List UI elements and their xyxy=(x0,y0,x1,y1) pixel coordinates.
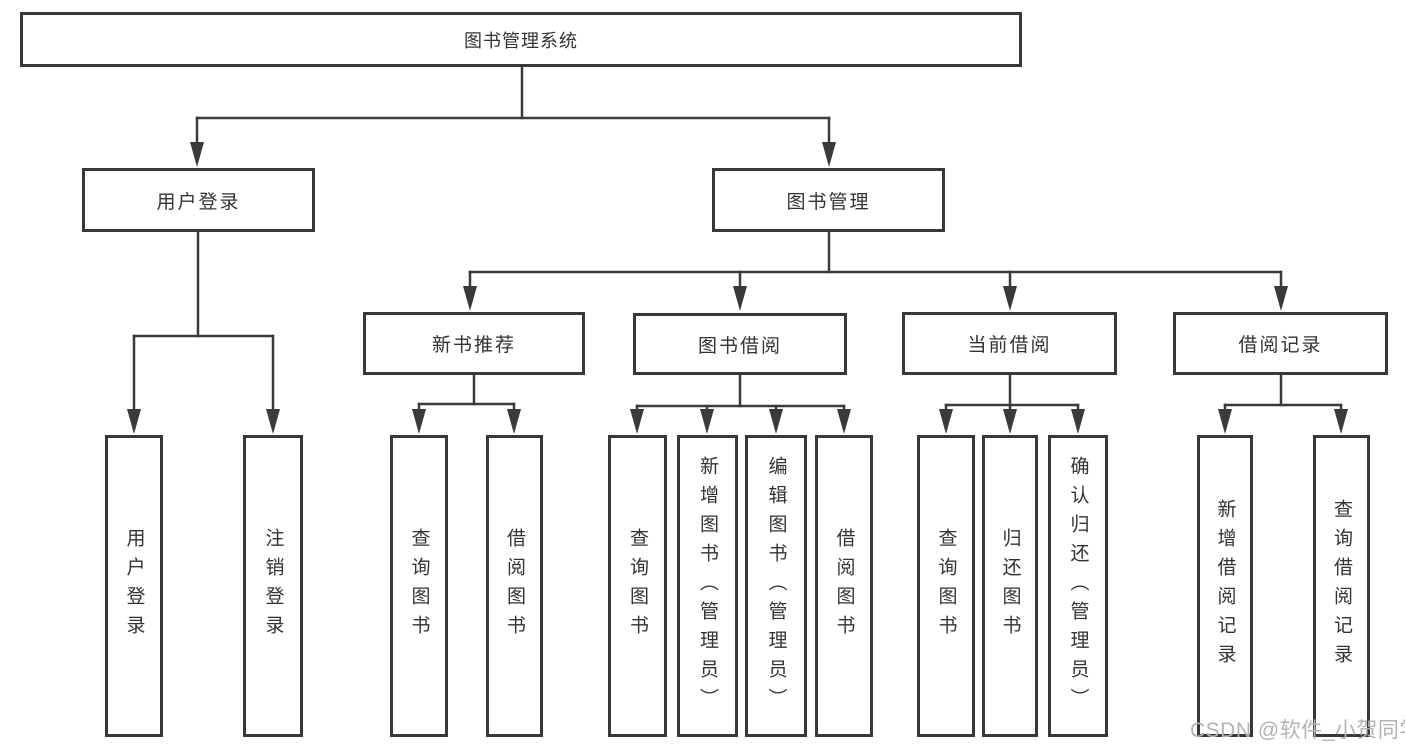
node-new-book-recommend: 新书推荐 xyxy=(363,312,585,375)
leaf-confirm-return-admin: 确认归还（管理员） xyxy=(1048,435,1108,737)
node-book-borrow: 图书借阅 xyxy=(633,313,847,375)
leaf-query-books-recommend: 查询图书 xyxy=(390,435,448,737)
node-book-management: 图书管理 xyxy=(712,168,945,232)
leaf-label: 查询图书 xyxy=(627,528,648,644)
leaf-label: 编辑图书（管理员） xyxy=(765,455,787,717)
node-library-management-system: 图书管理系统 xyxy=(20,12,1022,67)
leaf-label: 查询借阅记录 xyxy=(1331,499,1352,673)
leaf-add-borrow-record: 新增借阅记录 xyxy=(1197,435,1253,737)
leaf-borrow-books: 借阅图书 xyxy=(815,435,873,737)
leaf-label: 借阅图书 xyxy=(833,528,855,644)
leaf-return-books: 归还图书 xyxy=(982,435,1038,737)
leaf-label: 归还图书 xyxy=(999,528,1021,644)
leaf-user-login: 用户登录 xyxy=(105,435,163,737)
leaf-label: 查询图书 xyxy=(408,528,430,644)
leaf-borrow-books-recommend: 借阅图书 xyxy=(486,435,543,737)
leaf-edit-books-admin: 编辑图书（管理员） xyxy=(745,435,807,737)
leaf-logout: 注销登录 xyxy=(243,435,303,737)
leaf-user-login-label: 用户登录 xyxy=(123,528,145,644)
leaf-query-books-current: 查询图书 xyxy=(917,435,975,737)
leaf-label: 借阅图书 xyxy=(504,528,525,644)
node-user-login: 用户登录 xyxy=(82,168,315,232)
leaf-label: 新增图书（管理员） xyxy=(697,455,718,717)
leaf-logout-label: 注销登录 xyxy=(262,528,284,644)
csdn-watermark: CSDN @软件_小贺同学 xyxy=(1190,719,1405,742)
leaf-label: 查询图书 xyxy=(935,528,957,644)
node-current-borrow: 当前借阅 xyxy=(902,312,1117,375)
node-borrow-records: 借阅记录 xyxy=(1173,312,1388,375)
leaf-query-borrow-record: 查询借阅记录 xyxy=(1313,435,1370,737)
leaf-label: 确认归还（管理员） xyxy=(1067,455,1089,717)
leaf-add-books-admin: 新增图书（管理员） xyxy=(677,435,738,737)
leaf-label: 新增借阅记录 xyxy=(1214,499,1236,673)
leaf-query-books-borrow: 查询图书 xyxy=(608,435,667,737)
